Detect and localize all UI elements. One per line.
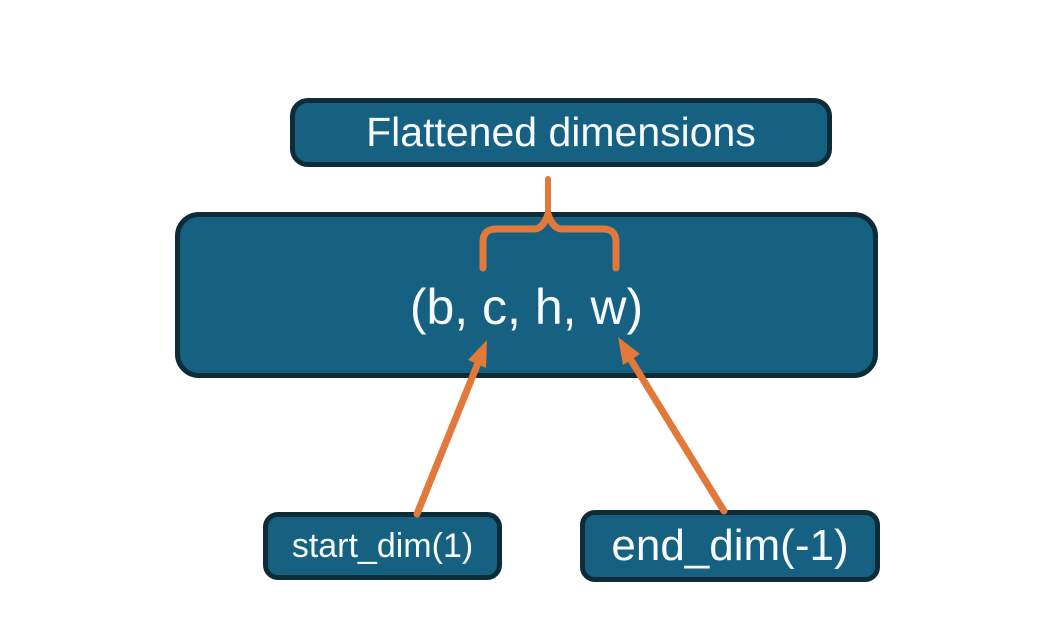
start-dim-label: start_dim(1) [291,526,474,565]
start-dim-box: start_dim(1) [263,512,502,580]
tensor-shape-label: (b, c, h, w) [409,279,644,335]
end-dim-box: end_dim(-1) [580,510,880,582]
end-dim-label: end_dim(-1) [611,521,849,570]
tensor-shape-box: (b, c, h, w) [175,212,878,378]
flattened-dimensions-label: Flattened dimensions [366,109,756,155]
flattened-dimensions-box: Flattened dimensions [290,98,832,167]
